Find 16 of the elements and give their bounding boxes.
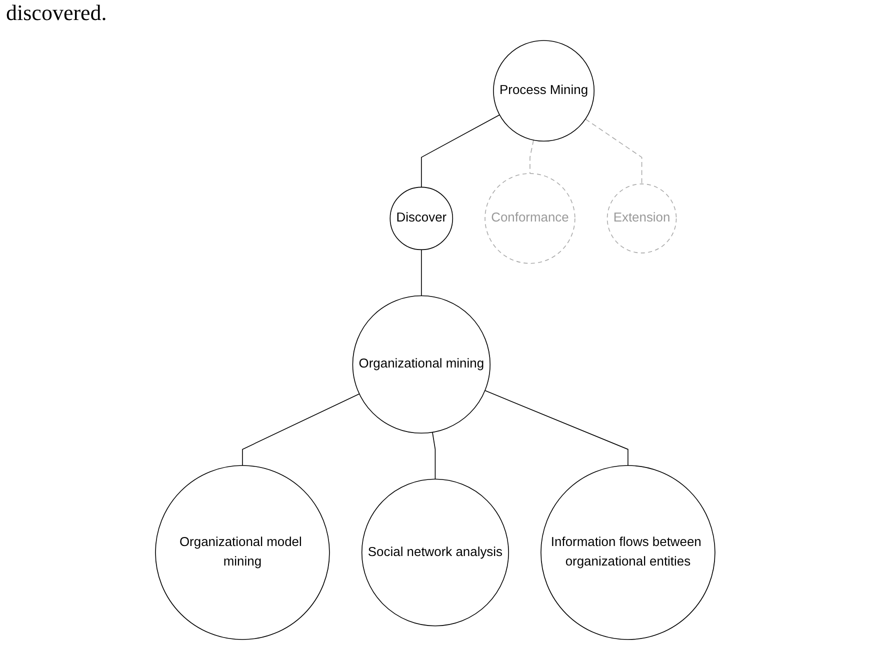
connector bbox=[584, 118, 642, 184]
connector bbox=[529, 140, 534, 174]
node-circle: Conformance bbox=[484, 173, 576, 264]
node-circle: Information flows between organizational entities bbox=[540, 465, 716, 640]
text-fragment: discovered. bbox=[6, 0, 107, 26]
connector bbox=[432, 432, 436, 480]
node-circle: Process Mining bbox=[492, 40, 594, 142]
connector bbox=[420, 114, 500, 188]
node-circle: Extension bbox=[606, 184, 676, 254]
node-circle: Social network analysis bbox=[361, 478, 509, 626]
connector bbox=[242, 394, 360, 466]
node-circle: Organizational model mining bbox=[154, 465, 330, 640]
connector bbox=[484, 390, 628, 466]
node-circle: Discover bbox=[390, 186, 453, 250]
connector bbox=[420, 249, 422, 296]
node-circle: Organizational mining bbox=[352, 295, 490, 434]
